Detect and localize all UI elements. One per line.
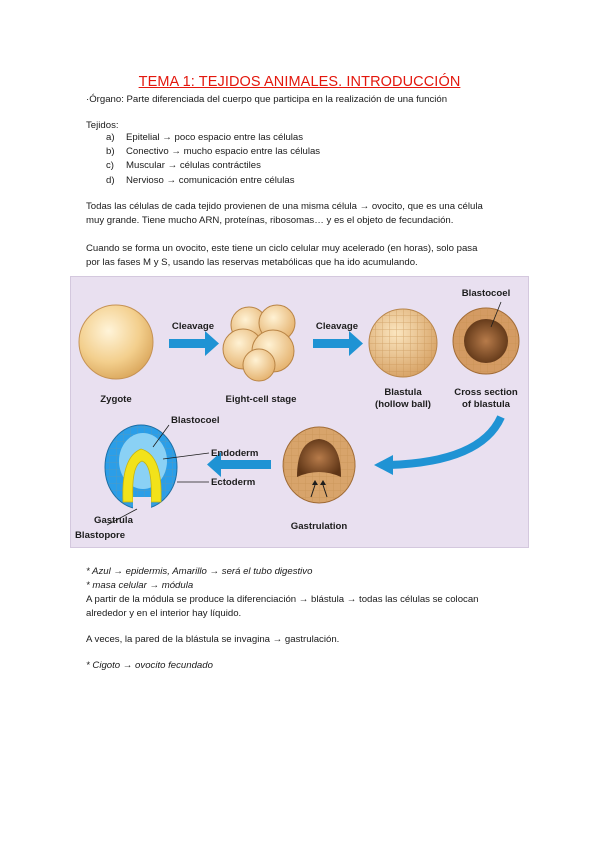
zygote-illustration — [78, 304, 154, 380]
label-cleavage-2: Cleavage — [316, 321, 358, 332]
paragraph-modula-line2: alrededor y en el interior hay líquido. — [86, 608, 242, 619]
cross-section-blastula-illustration — [452, 301, 520, 375]
gastrulation-illustration — [282, 426, 356, 504]
label-endoderm: Endoderm — [211, 448, 258, 459]
arrow-left-icon — [207, 452, 271, 477]
label-gastrula: Gastrula — [94, 515, 134, 526]
list-item: a)Epitelial → poco espacio entre las cél… — [106, 132, 304, 143]
label-cross-section: Cross section — [454, 387, 518, 398]
curved-arrow-icon — [374, 415, 505, 475]
gastrula-illustration — [104, 424, 178, 511]
tejidos-list: a)Epitelial → poco espacio entre las cél… — [86, 131, 320, 188]
note-masa-celular: * masa celular → módula — [86, 580, 194, 591]
label-zygote: Zygote — [100, 394, 131, 405]
label-gastrulation: Gastrulation — [291, 521, 348, 532]
paragraph-ciclo-line1: Cuando se forma un ovocito, este tiene u… — [86, 243, 478, 254]
figure-illustration: Zygote Cleavage Eight-cell stage Cl — [75, 288, 520, 541]
label-eight-cell: Eight-cell stage — [226, 394, 297, 405]
list-item: d)Nervioso → comunicación entre células — [106, 174, 295, 186]
arrow-right-icon — [313, 331, 363, 356]
label-cleavage-1: Cleavage — [172, 321, 214, 332]
blastula-illustration — [368, 308, 438, 378]
label-blastocoel-top: Blastocoel — [462, 288, 511, 299]
arrow-right-icon — [169, 331, 219, 356]
paragraph-ovocito-line2: muy grande. Tiene mucho ARN, proteínas, … — [86, 215, 454, 226]
paragraph-ovocito-line1: Todas las células de cada tejido provien… — [86, 201, 483, 212]
label-of-blastula: of blastula — [462, 399, 511, 410]
tejidos-heading: Tejidos: — [86, 120, 119, 131]
list-item: c)Muscular → células contráctiles — [106, 160, 261, 172]
paragraph-gastrulacion: A veces, la pared de la blástula se inva… — [86, 634, 340, 645]
eight-cell-illustration — [222, 304, 296, 382]
note-colors: * Azul → epidermis, Amarillo → será el t… — [86, 566, 313, 577]
list-item: b)Conectivo → mucho espacio entre las cé… — [106, 146, 321, 158]
label-blastopore: Blastopore — [75, 530, 125, 541]
label-blastocoel-left: Blastocoel — [171, 415, 220, 426]
organo-definition: ·Órgano: Parte diferenciada del cuerpo q… — [86, 94, 448, 105]
embryo-development-figure: Zygote Cleavage Eight-cell stage Cl — [70, 276, 529, 548]
paragraph-modula-line1: A partir de la módula se produce la dife… — [86, 594, 479, 605]
label-hollow-ball: (hollow ball) — [375, 399, 431, 410]
paragraph-ciclo-line2: por las fases M y S, usando las reservas… — [86, 257, 418, 268]
label-blastula: Blastula — [384, 387, 422, 398]
page-title: TEMA 1: TEJIDOS ANIMALES. INTRODUCCIÓN — [138, 74, 461, 90]
label-ectoderm: Ectoderm — [211, 477, 255, 488]
note-cigoto: * Cigoto → ovocito fecundado — [86, 660, 213, 671]
